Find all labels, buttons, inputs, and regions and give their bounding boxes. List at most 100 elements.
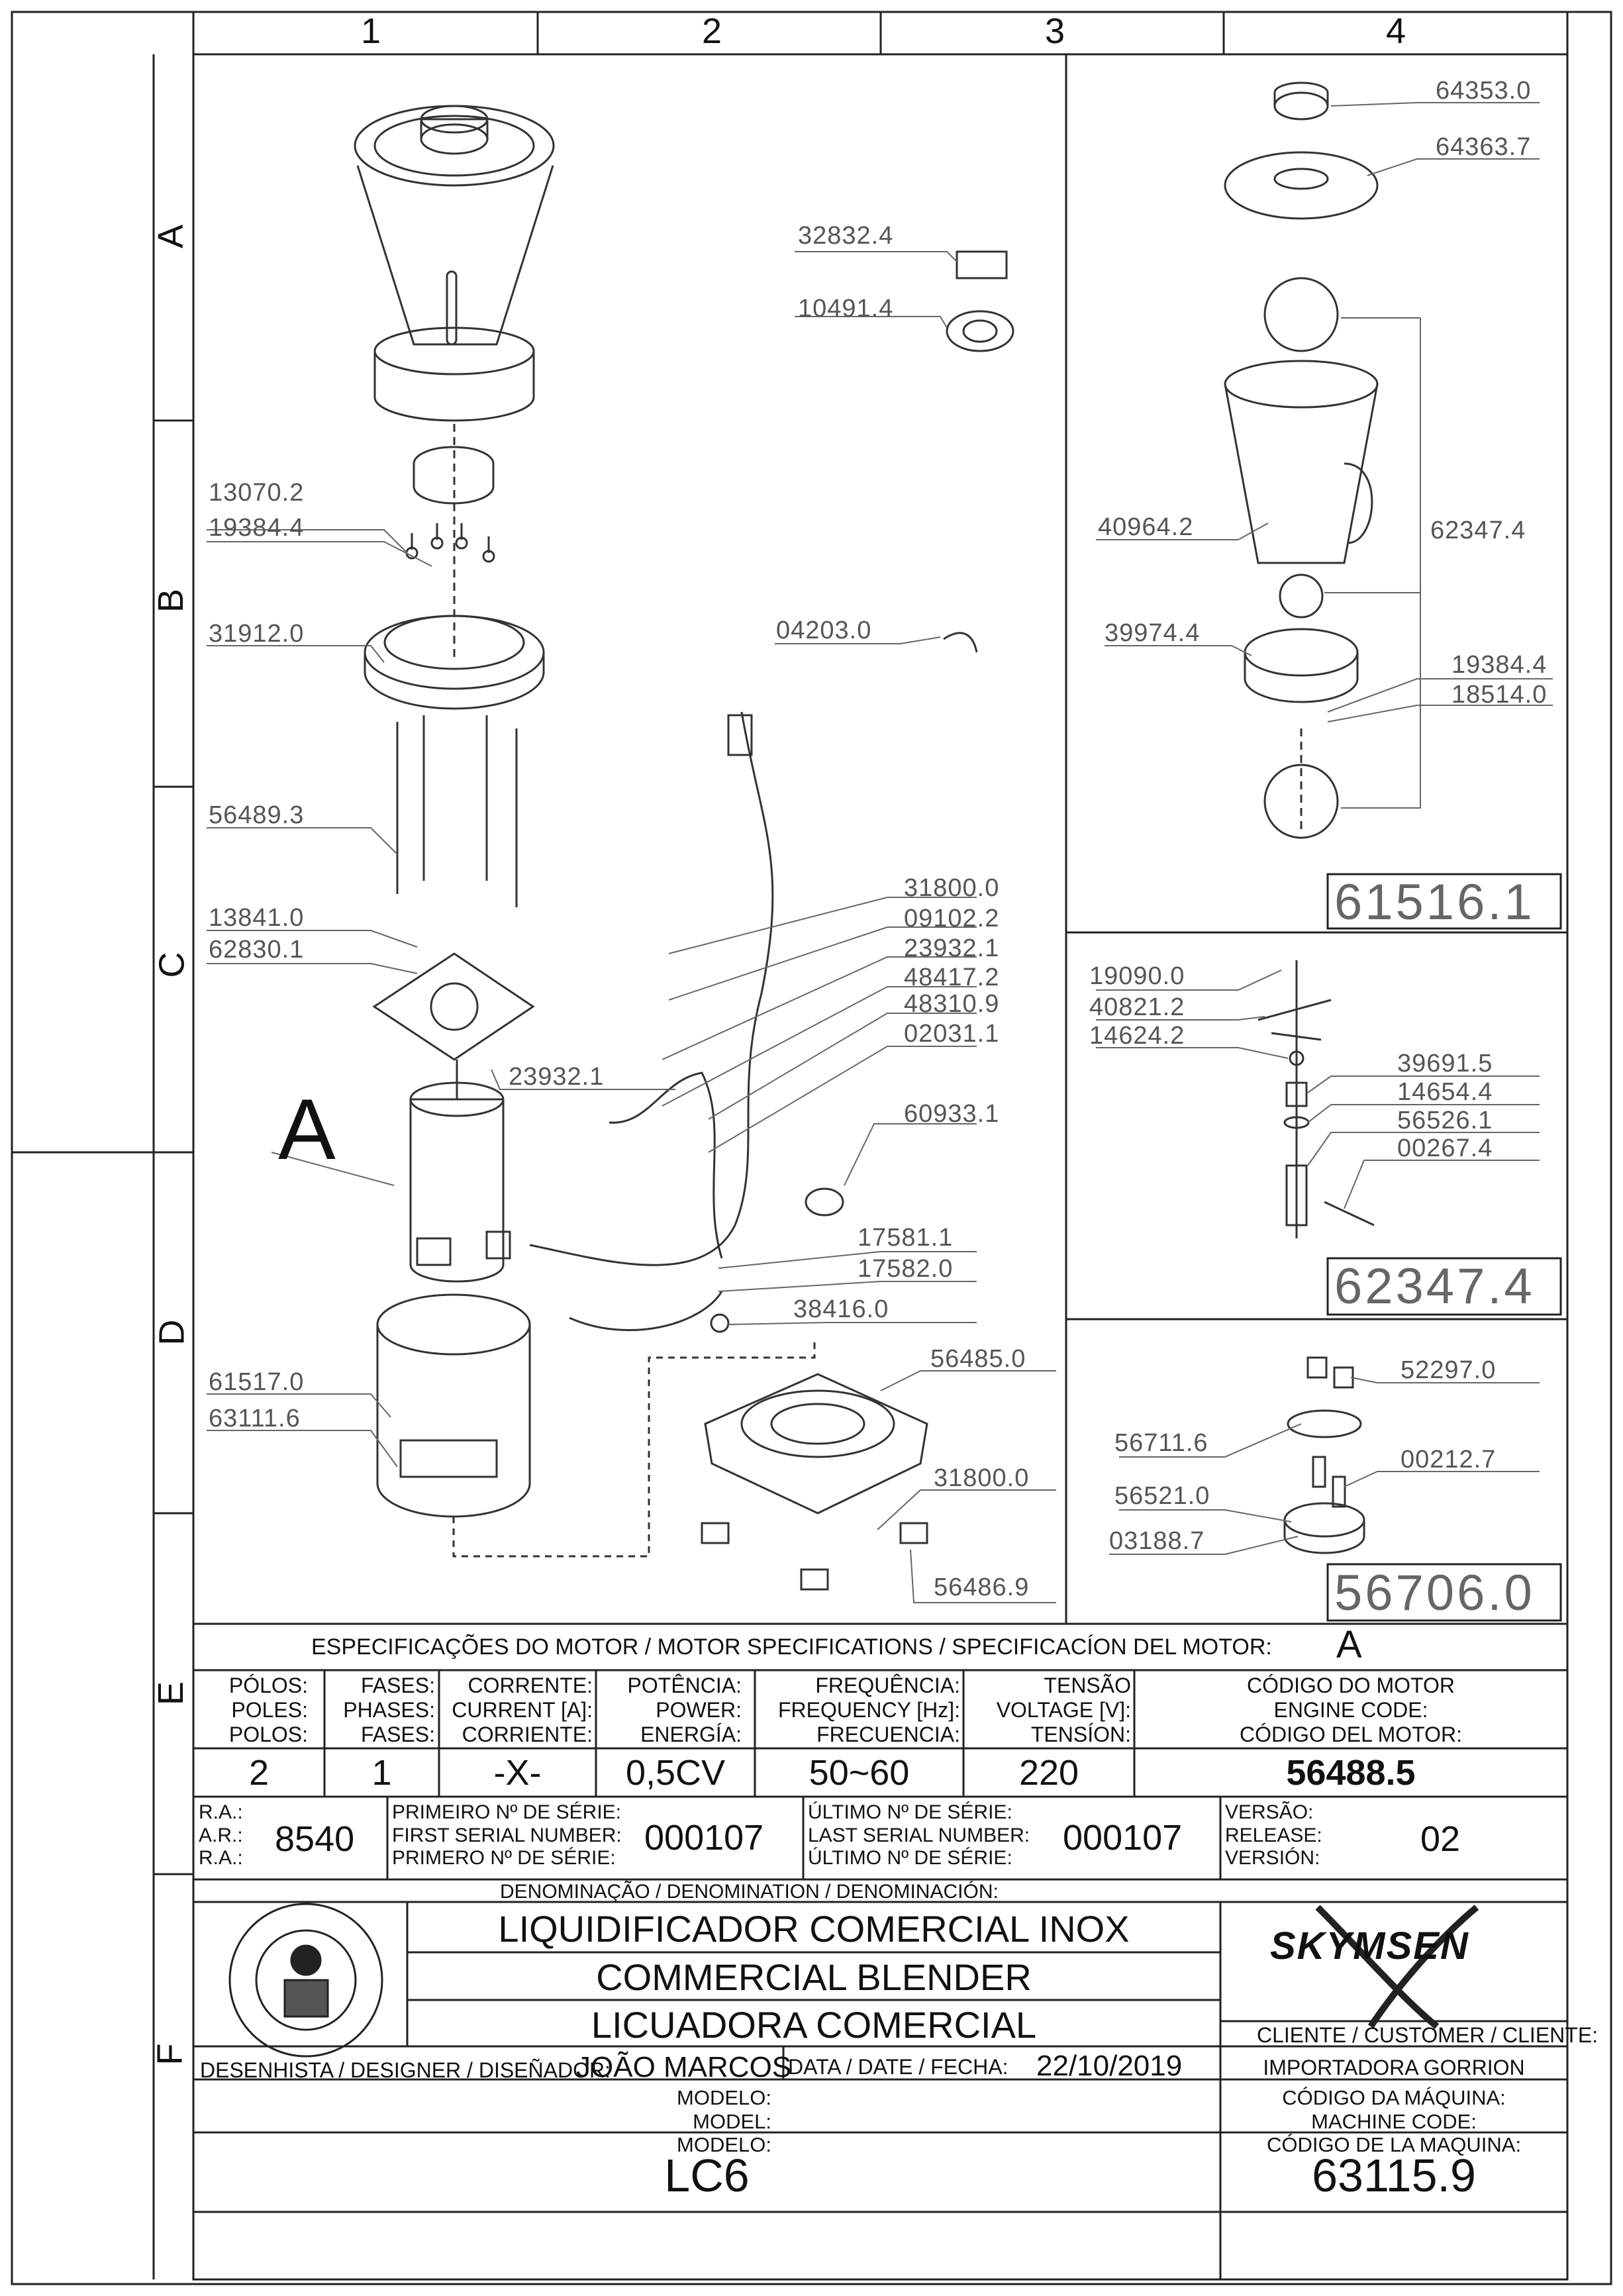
machine-code-label: CÓDIGO DA MÁQUINA:MACHINE CODE:CÓDIGO DE… — [1266, 2086, 1522, 2157]
part-label: 23932.1 — [509, 1063, 605, 1091]
grid-row-f: F — [150, 2043, 190, 2066]
machine-code-value: 63115.9 — [1312, 2150, 1476, 2201]
ra-label: R.A.:A.R.:R.A.: — [199, 1801, 243, 1869]
part-label: 14654.4 — [1397, 1078, 1493, 1106]
part-label: 48310.9 — [904, 990, 1000, 1018]
date-label: DATA / DATE / FECHA: — [788, 2055, 1008, 2079]
part-label: 13070.2 — [209, 479, 305, 507]
part-label: 09102.2 — [904, 905, 1000, 932]
part-label: 56521.0 — [1114, 1482, 1210, 1510]
part-label: 17581.1 — [858, 1224, 954, 1252]
part-label: 04203.0 — [776, 617, 872, 644]
motor-letter: A — [1336, 1623, 1362, 1666]
designer-value: JOÃO MARCOS — [576, 2051, 792, 2083]
part-label: 00267.4 — [1397, 1134, 1493, 1162]
part-label: 23932.1 — [904, 934, 1000, 962]
current-label: CORRENTE:CURRENT [A]:CORRIENTE: — [452, 1673, 593, 1746]
phases-value: 1 — [371, 1753, 392, 1793]
part-label: 62347.4 — [1430, 517, 1526, 544]
part-label: 14624.2 — [1089, 1022, 1185, 1050]
grid-row-b: B — [151, 588, 191, 613]
model-label: MODELO:MODEL:MODELO: — [677, 2086, 771, 2157]
coupling-assembly-drawing — [1283, 1356, 1365, 1554]
version-value: 02 — [1420, 1819, 1461, 1859]
model-value: LC6 — [664, 2150, 750, 2201]
skymsen-logo — [1315, 1905, 1479, 2029]
part-label: 13841.0 — [209, 904, 305, 932]
poles-label: PÓLOS:POLES:POLOS: — [228, 1673, 308, 1746]
grid-col-4: 4 — [1386, 11, 1406, 51]
part-label: 40964.2 — [1098, 513, 1194, 541]
denomination-label: DENOMINAÇÃO / DENOMINATION / DENOMINACIÓ… — [500, 1881, 999, 1903]
cup-assembly-drawing — [1224, 81, 1379, 839]
poles-value: 2 — [248, 1753, 270, 1793]
part-label: 60933.1 — [904, 1100, 1000, 1128]
part-label: 19090.0 — [1089, 962, 1185, 990]
part-label: 18514.0 — [1451, 681, 1548, 709]
part-label: 31800.0 — [934, 1464, 1030, 1492]
part-label: 61517.0 — [209, 1368, 305, 1396]
part-label: 64353.0 — [1436, 77, 1532, 105]
customer-value: IMPORTADORA GORRION — [1263, 2056, 1525, 2079]
grid-row-c: C — [152, 952, 192, 978]
denomination-line-es: LICUADORA COMERCIAL — [591, 2004, 1037, 2046]
motor-callout-letter: A — [278, 1081, 336, 1177]
part-label: 17582.0 — [858, 1255, 954, 1283]
part-label: 38416.0 — [793, 1295, 889, 1323]
part-label: 56526.1 — [1397, 1107, 1493, 1134]
blade-assembly-drawing — [1257, 960, 1375, 1238]
part-label: 48417.2 — [904, 964, 1000, 991]
customer-label: CLIENTE / CUSTOMER / CLIENTE: — [1257, 2023, 1598, 2047]
last-serial-value: 000107 — [1063, 1818, 1183, 1858]
denomination-line-pt: LIQUIDIFICADOR COMERCIAL INOX — [498, 1908, 1130, 1950]
date-value: 22/10/2019 — [1036, 2050, 1183, 2082]
part-label: 10491.4 — [798, 295, 894, 323]
part-label: 40821.2 — [1089, 993, 1185, 1021]
power-label: POTÊNCIA:POWER:ENERGÍA: — [627, 1673, 742, 1746]
designer-label: DESENHISTA / DESIGNER / DISEÑADOR: — [200, 2058, 611, 2082]
part-label: 56711.6 — [1114, 1429, 1208, 1457]
assembly-code: 61516.1 — [1334, 874, 1535, 930]
part-label: 02031.1 — [904, 1020, 1000, 1048]
grid-col-1: 1 — [361, 11, 381, 51]
first-serial-value: 000107 — [644, 1818, 764, 1858]
part-label: 64363.7 — [1436, 133, 1532, 161]
part-label: 32832.4 — [798, 222, 894, 250]
part-label: 62830.1 — [209, 936, 305, 964]
current-value: -X- — [493, 1753, 542, 1793]
grid-row-d: D — [152, 1319, 192, 1346]
part-label: 31800.0 — [904, 874, 1000, 902]
part-label: 19384.4 — [209, 514, 305, 542]
grid-row-a: A — [151, 224, 191, 249]
part-label: 03188.7 — [1109, 1527, 1205, 1555]
part-label: 31912.0 — [209, 620, 305, 648]
last-serial-label: ÚLTIMO Nº DE SÉRIE:LAST SERIAL NUMBER:ÚL… — [808, 1801, 1030, 1869]
frequency-value: 50~60 — [809, 1753, 910, 1793]
part-label: 39691.5 — [1397, 1050, 1493, 1077]
voltage-value: 220 — [1018, 1753, 1079, 1793]
technical-assistance-seal — [228, 1903, 383, 2058]
first-serial-label: PRIMEIRO Nº DE SÉRIE:FIRST SERIAL NUMBER… — [392, 1801, 622, 1869]
blender-exploded-view — [354, 105, 1014, 1591]
motor-specs-title: ESPECIFICAÇÕES DO MOTOR / MOTOR SPECIFIC… — [311, 1634, 1272, 1660]
phases-label: FASES:PHASES:FASES: — [343, 1673, 435, 1746]
ra-value: 8540 — [275, 1819, 355, 1859]
frequency-label: FREQUÊNCIA:FREQUENCY [Hz]:FRECUENCIA: — [778, 1673, 960, 1746]
part-label: 56485.0 — [930, 1345, 1026, 1373]
part-label: 39974.4 — [1105, 619, 1201, 647]
part-label: 52297.0 — [1401, 1356, 1497, 1384]
grid-col-3: 3 — [1045, 11, 1065, 51]
assembly-code: 56706.0 — [1334, 1565, 1535, 1621]
part-label: 19384.4 — [1451, 651, 1548, 679]
outer-border — [11, 11, 1612, 2285]
engine-code-value: 56488.5 — [1286, 1753, 1416, 1793]
part-label: 00212.7 — [1401, 1446, 1497, 1473]
part-label: 56486.9 — [934, 1573, 1030, 1601]
grid-row-e: E — [151, 1681, 191, 1706]
power-value: 0,5CV — [625, 1753, 726, 1793]
assembly-code: 62347.4 — [1334, 1258, 1535, 1315]
denomination-line-en: COMMERCIAL BLENDER — [596, 1956, 1032, 1998]
